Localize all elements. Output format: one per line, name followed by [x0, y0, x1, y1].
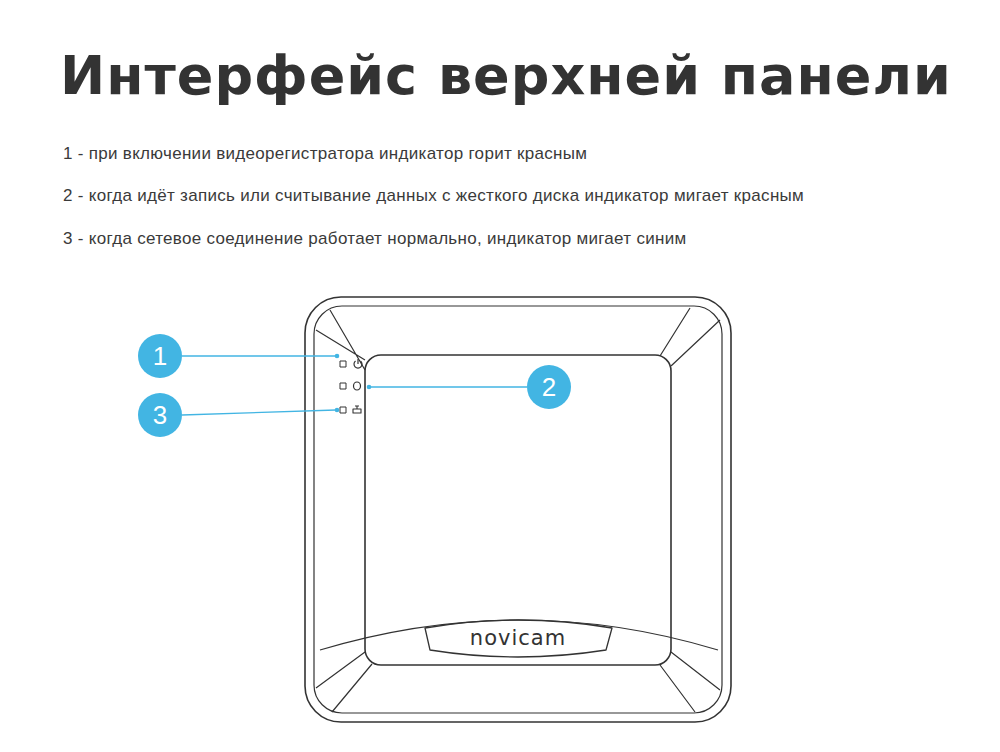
callout-circle: 1: [138, 334, 182, 378]
callout-number: 1: [153, 341, 167, 372]
hdd-led: [340, 383, 346, 389]
corner-bevel: [316, 310, 365, 370]
housing-inner: [314, 306, 722, 713]
front-curve: [320, 620, 718, 650]
housing-outer: [305, 297, 731, 722]
top-panel: [365, 355, 671, 665]
logo-plate: [425, 620, 612, 657]
callout-number: 3: [153, 400, 167, 431]
leader-dot: [335, 408, 338, 411]
callout-circle: 2: [527, 365, 571, 409]
corner-bevel: [660, 652, 720, 712]
leader-line: [182, 410, 336, 415]
leader-line: [370, 386, 527, 387]
brand-logo: novicam: [470, 626, 566, 650]
hdd-icon: [354, 382, 361, 390]
callout-circle: 3: [138, 393, 182, 437]
network-icon: [353, 406, 361, 413]
page-title: Интерфейс верхней панели: [60, 44, 952, 107]
leader-dot: [367, 385, 370, 388]
indicator-note: 2 - когда идёт запись или считывание дан…: [63, 186, 804, 206]
power-icon: [354, 359, 362, 368]
indicator-note: 3 - когда сетевое соединение работает но…: [63, 229, 686, 249]
corner-bevel: [660, 308, 720, 366]
leader-line: [182, 355, 336, 356]
leader-dot: [335, 354, 338, 357]
callout-number: 2: [542, 372, 556, 403]
network-led: [340, 407, 346, 413]
indicator-note: 1 - при включении видеорегистратора инди…: [63, 144, 587, 164]
power-led: [340, 361, 346, 367]
corner-bevel: [316, 652, 372, 712]
